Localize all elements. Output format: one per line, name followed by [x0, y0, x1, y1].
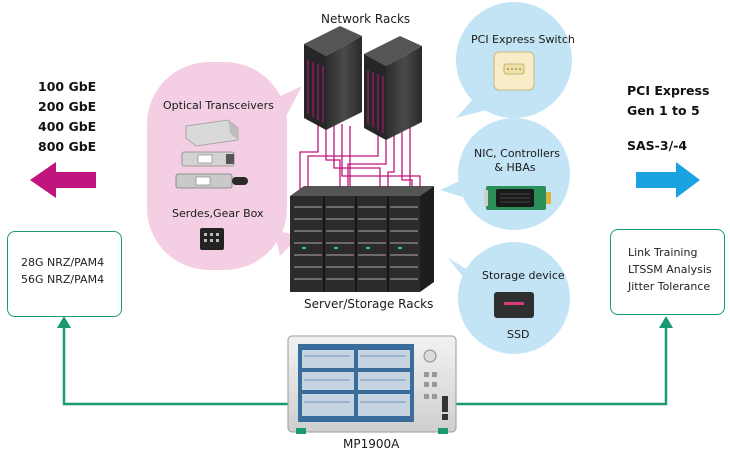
server-racks	[290, 186, 434, 292]
nic-label-line: & HBAs	[494, 161, 536, 174]
green-connector-left	[57, 316, 288, 406]
optical-transceiver-3	[175, 173, 248, 189]
feature-line: Link Training	[628, 246, 698, 259]
left-speed-list: 100 GbE 200 GbE 400 GbE 800 GbE	[38, 77, 96, 157]
optical-transceiver-2	[181, 151, 235, 167]
speed-item: 400 GbE	[38, 119, 97, 134]
pcie-title-line: PCI Express	[627, 83, 710, 98]
green-connector-right	[456, 316, 673, 406]
serdes-chip-icon	[200, 228, 224, 250]
signal-line: 56G NRZ/PAM4	[21, 273, 105, 286]
network-rack-1	[304, 26, 362, 130]
speed-item: 100 GbE	[38, 79, 97, 94]
cyan-arrow-right	[636, 162, 700, 198]
mp1900a-instrument	[287, 335, 457, 434]
pcie-switch-chip-icon	[493, 51, 535, 91]
ssd-label: SSD	[507, 328, 530, 341]
nic-card-icon	[484, 186, 551, 210]
right-title: PCI Express Gen 1 to 5	[627, 81, 709, 121]
right-features-box: Link Training LTSSM Analysis Jitter Tole…	[610, 229, 725, 315]
serdes-label: Serdes,Gear Box	[172, 207, 264, 220]
pcie-switch-label: PCI Express Switch	[471, 33, 575, 46]
sas-label: SAS-3/-4	[627, 138, 688, 153]
network-rack-2	[364, 36, 422, 140]
feature-line: LTSSM Analysis	[628, 263, 712, 276]
optical-transceiver-1	[185, 119, 239, 147]
instrument-label: MP1900A	[343, 437, 400, 451]
left-signal-box: 28G NRZ/PAM4 56G NRZ/PAM4	[7, 231, 122, 317]
nic-label-line: NIC, Controllers	[474, 147, 560, 160]
speed-item: 800 GbE	[38, 139, 97, 154]
feature-line: Jitter Tolerance	[628, 280, 711, 293]
speed-item: 200 GbE	[38, 99, 97, 114]
storage-device-label: Storage device	[482, 269, 565, 282]
optical-transceivers-label: Optical Transceivers	[163, 99, 274, 112]
signal-line: 28G NRZ/PAM4	[21, 256, 105, 269]
nic-label: NIC, Controllers & HBAs	[474, 147, 560, 175]
pcie-title-line: Gen 1 to 5	[627, 103, 700, 118]
network-racks-label: Network Racks	[321, 12, 411, 26]
server-racks-label: Server/Storage Racks	[304, 297, 434, 311]
magenta-arrow-left	[30, 162, 96, 198]
ssd-icon	[494, 292, 534, 318]
